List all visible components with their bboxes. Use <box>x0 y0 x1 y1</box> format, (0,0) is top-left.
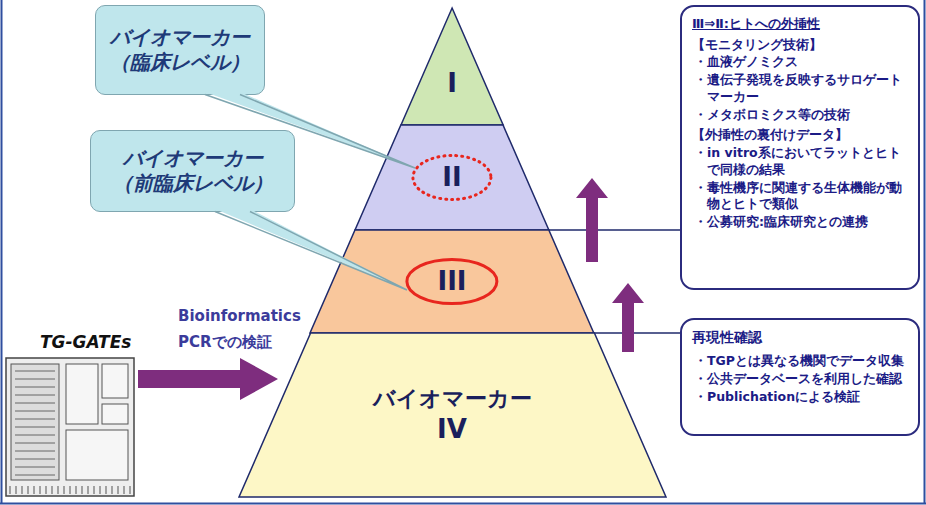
panel-item: ・遺伝子発現を反映するサロゲートマーカー <box>694 72 908 106</box>
up-arrow <box>576 178 608 262</box>
band-outline <box>355 125 549 230</box>
panel-item: ・メタボロミクス等の技術 <box>694 107 908 124</box>
level-line <box>594 332 680 334</box>
pyramid-band: III <box>310 230 594 333</box>
panel-item: ・TGPとは異なる機関でデータ収集 <box>694 353 908 370</box>
band-text: バイオマーカーIV <box>239 333 666 497</box>
panel-title: 再現性確認 <box>692 328 908 347</box>
highlight-ellipse <box>413 156 491 200</box>
method-label: PCRでの検証 <box>178 333 272 352</box>
band-shape <box>401 8 503 125</box>
flow-arrow <box>138 358 278 400</box>
band-outline <box>401 8 503 125</box>
up-arrow <box>612 283 644 352</box>
level-line <box>549 229 680 231</box>
pyramid-band: I <box>401 8 503 125</box>
band-label: I <box>447 68 457 99</box>
callout-tail <box>205 92 415 168</box>
server-machine <box>6 358 134 496</box>
callout-tail-outline <box>215 212 407 291</box>
band-label: III <box>437 266 466 297</box>
panel-item: 【モニタリング技術】 <box>692 37 908 54</box>
callout-tail-outline <box>205 95 415 169</box>
callout-box: バイオマーカー （前臨床レベル） <box>90 130 295 212</box>
panel-item: ・血液ゲノミクス <box>694 54 908 71</box>
callout-text: バイオマーカー （臨床レベル） <box>102 25 258 75</box>
band-outline <box>239 333 666 497</box>
band-outline <box>310 230 594 333</box>
system-label: TG-GATEs <box>40 332 131 352</box>
callout-tail <box>215 209 407 290</box>
frame-line <box>0 503 926 505</box>
band-label: IV <box>437 414 467 445</box>
panel-item: ・毒性機序に関連する生体機能が動物とヒトで類似 <box>694 180 908 214</box>
panel-item: ・in vitro系においてラットとヒトで同様の結果 <box>694 145 908 179</box>
band-text: II <box>355 125 549 230</box>
info-panel: Ⅲ⇒Ⅱ:ヒトへの外挿性【モニタリング技術】・血液ゲノミクス・遺伝子発現を反映する… <box>680 5 920 290</box>
band-text: III <box>310 230 594 333</box>
pyramid-band: バイオマーカーIV <box>239 333 666 497</box>
pyramid-band: II <box>355 125 549 230</box>
info-panel: 再現性確認・TGPとは異なる機関でデータ収集・公共データベースを利用した確認・P… <box>680 318 920 436</box>
callout-text: バイオマーカー （前臨床レベル） <box>97 146 288 196</box>
frame-line <box>1 0 3 504</box>
panel-item: ・公募研究:臨床研究との連携 <box>694 214 908 231</box>
band-label: バイオマーカー <box>373 385 532 414</box>
panel-item: ・公共データベースを利用した確認 <box>694 371 908 388</box>
panel-title: Ⅲ⇒Ⅱ:ヒトへの外挿性 <box>692 15 908 33</box>
panel-item: 【外挿性の裏付けデータ】 <box>692 127 908 144</box>
frame-line <box>924 0 926 504</box>
callout-box: バイオマーカー （臨床レベル） <box>95 5 265 95</box>
highlight-ellipse <box>407 260 497 304</box>
band-label: II <box>442 162 461 193</box>
panel-item: ・Publichationによる検証 <box>694 389 908 406</box>
band-text: I <box>401 8 503 125</box>
method-label: Bioinformatics <box>178 307 301 325</box>
